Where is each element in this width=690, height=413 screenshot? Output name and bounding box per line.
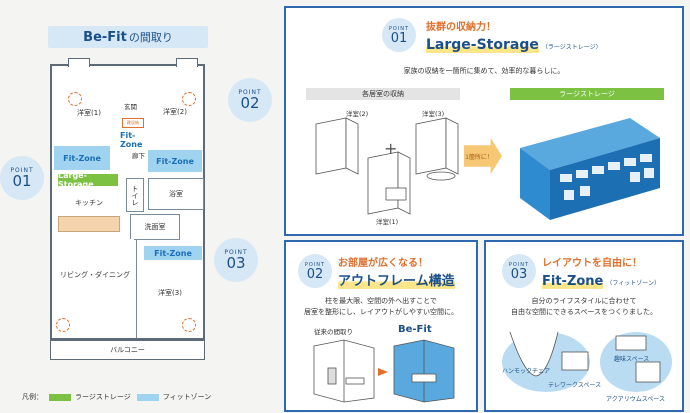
legend-swatch-fit-zone (136, 393, 159, 401)
panel-heading: Large-Storage (426, 37, 539, 53)
point-badge-03: POINT 03 (214, 238, 258, 282)
room-label: 洋室(1) (77, 109, 101, 117)
room-label: 洋室(2) (163, 108, 187, 116)
balcony: バルコニー (50, 340, 205, 360)
panel-description-2: 自由な空間にできるスペースをつくりました。 (510, 308, 658, 316)
panel-tagline: レイアウトを自由に！ (542, 258, 642, 269)
label-hammock: ハンモックチェア (502, 368, 551, 375)
room-label: 浴室 (169, 190, 183, 198)
point-number: 03 (226, 254, 246, 272)
panel-point-badge: POINT 03 (502, 254, 536, 288)
label-aquarium: アクアリウムスペース (606, 396, 665, 403)
wall (136, 240, 137, 338)
panel-heading: Fit-Zone (542, 274, 604, 289)
legend-label-fit-zone: フィットゾーン (162, 393, 212, 401)
fit-zone-2: Fit-Zone (148, 150, 202, 172)
legend-label-large-storage: ラージストレージ (75, 393, 131, 401)
plan-title-suffix: の間取り (128, 31, 173, 44)
panel-point-03: POINT 03 レイアウトを自由に！ Fit-Zone（フィットゾーン） 自分… (484, 240, 684, 412)
panel-heading-wrap: Fit-Zone（フィットゾーン） (542, 270, 660, 289)
pillar (68, 58, 90, 67)
plan-title-brand: Be-Fit (83, 29, 127, 45)
panel-heading-sub: （ラージストレージ） (541, 44, 602, 51)
kitchen-counter (58, 216, 120, 232)
fit-zone-1: Fit-Zone (54, 146, 110, 170)
room-label: リビング・ダイニング (60, 271, 130, 279)
panel-heading: アウトフレーム構造 (338, 270, 455, 289)
compare-right-label: Be-Fit (398, 324, 432, 335)
point-number: 03 (510, 266, 528, 282)
panel-description-2: 居室を整形にし、レイアウトがしやすい空間に。 (304, 308, 458, 316)
panel-tagline: お部屋が広くなる！ (338, 258, 428, 269)
point-label: POINT (388, 25, 410, 32)
room-bath: 浴室 (148, 178, 204, 210)
room-label: 洗面室 (144, 223, 166, 231)
floor-plan: 洋室(1) 洋室(2) 玄関 靴収納 廊下 Fit-Zone Fit-Zone … (50, 58, 205, 364)
room-label: 洋室(1) (376, 218, 399, 226)
room-hall-label: 廊下 (132, 152, 145, 160)
legend: 凡例： ラージストレージ フィットゾーン (22, 392, 211, 402)
outframe-marker (68, 92, 82, 106)
panel-point-badge: POINT 02 (298, 254, 332, 288)
closets-illustration: + (315, 117, 459, 215)
pillar (176, 58, 198, 67)
point-number: 01 (12, 172, 32, 190)
shoe-storage-tag: 靴収納 (122, 118, 144, 128)
arrow-text: 1箇所に！ (465, 154, 493, 161)
storage-room-illustration (520, 118, 660, 220)
panel-point-02: POINT 02 お部屋が広くなる！ アウトフレーム構造 柱を最大限、空間の外へ… (284, 240, 478, 412)
room-label: トイレ (131, 184, 139, 206)
point-number: 02 (240, 94, 260, 112)
legend-prefix: 凡例： (22, 393, 43, 401)
fit-zone-illustration (502, 331, 672, 392)
panel-heading-wrap: アウトフレーム構造 (338, 270, 455, 289)
room-toilet: トイレ (126, 178, 144, 212)
right-box-title: ラージストレージ (510, 88, 664, 100)
point-label: POINT (304, 261, 326, 268)
outframe-marker (56, 318, 70, 332)
panel-point-01: POINT 01 抜群の収納力！ Large-Storage（ラージストレージ）… (284, 6, 684, 236)
compare-left-label: 従来の間取り (314, 328, 353, 336)
panel-point-badge: POINT 01 (382, 18, 416, 52)
point-label: POINT (224, 249, 248, 256)
room-western-2: 洋室(2) (148, 84, 202, 140)
room-label: 洋室(3) (158, 289, 182, 297)
panel-description: 家族の収納を一箇所に集めて、効率的な暮らしに。 (403, 67, 565, 75)
outframe-marker (182, 318, 196, 332)
room-label: バルコニー (110, 346, 145, 354)
panel-heading-wrap: Large-Storage（ラージストレージ） (426, 34, 602, 53)
point-number: 01 (390, 30, 408, 46)
fit-zone-3: Fit-Zone (144, 246, 202, 260)
room-western-3: 洋室(3) (138, 264, 202, 322)
fit-zone-hall: Fit-Zone (120, 131, 142, 149)
point-badge-01: POINT 01 (0, 156, 44, 200)
room-living: リビング・ダイニング (56, 239, 134, 311)
panel-description-1: 柱を最大限、空間の外へ出すことで (325, 297, 437, 305)
room-washroom: 洗面室 (130, 214, 180, 240)
panel-tagline: 抜群の収納力！ (426, 22, 496, 33)
svg-text:+: + (384, 139, 397, 158)
plan-title: Be-Fit の間取り (48, 26, 208, 48)
compare-illustration (313, 339, 455, 403)
room-label: 洋室(3) (422, 110, 445, 118)
room-label: キッチン (75, 199, 103, 207)
label-hobby: 趣味スペース (614, 356, 650, 363)
point-badge-02: POINT 02 (228, 78, 272, 122)
room-kitchen: キッチン (56, 192, 122, 214)
panel-description-1: 自分のライフスタイルに合わせて (531, 297, 637, 305)
room-entrance-label: 玄関 (124, 103, 137, 111)
point-number: 02 (306, 266, 324, 282)
panel-heading-sub: （フィットゾーン） (606, 280, 660, 287)
point-label: POINT (10, 167, 34, 174)
large-storage-zone: Large-Storage (58, 171, 118, 189)
left-box-title: 各居室の収納 (306, 88, 460, 100)
room-label: 洋室(2) (346, 110, 369, 118)
legend-swatch-large-storage (49, 393, 71, 401)
room-western-1: 洋室(1) (56, 84, 122, 142)
outframe-marker (182, 92, 196, 106)
point-label: POINT (238, 89, 262, 96)
point-label: POINT (508, 261, 530, 268)
label-telework: テレワークスペース (548, 382, 602, 389)
